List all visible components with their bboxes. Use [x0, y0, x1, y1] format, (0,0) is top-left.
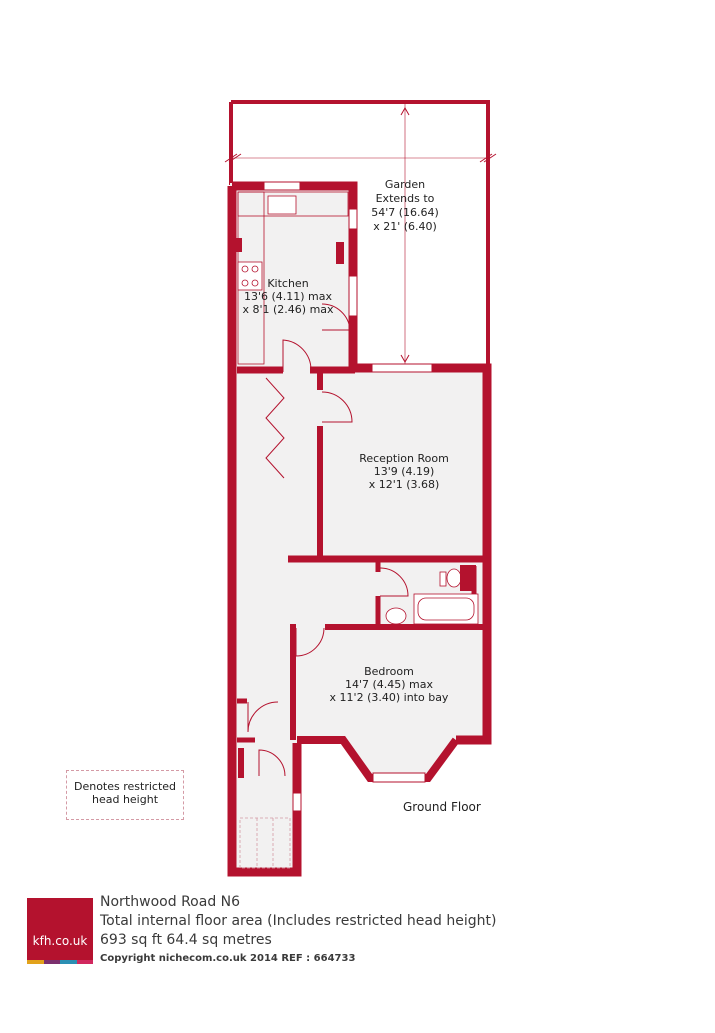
property-title: Northwood Road N6: [100, 894, 241, 910]
door-bedroom: [295, 627, 325, 657]
garden-name: Garden: [385, 178, 425, 191]
arrow-down-icon: [400, 354, 410, 364]
hob-icon: [237, 261, 263, 291]
break-mark-right: [479, 153, 497, 163]
area-label: Total internal floor area (Includes rest…: [100, 913, 497, 929]
bath-icon: [413, 593, 479, 625]
legend-line1: Denotes restricted: [73, 780, 177, 793]
reception-name: Reception Room: [359, 452, 449, 465]
kfh-logo: kfh.co.uk: [27, 898, 93, 964]
logo-bar-3: [60, 960, 77, 964]
kitchen-counter-top: [237, 191, 349, 217]
door-front: [258, 749, 286, 777]
bedroom-name: Bedroom: [364, 665, 414, 678]
floor-label: Ground Floor: [403, 800, 481, 814]
logo-text: kfh.co.uk: [32, 934, 88, 948]
footer: Northwood Road N6 Total internal floor a…: [100, 893, 496, 968]
toilet-icon: [446, 568, 462, 588]
chimney-breast-2: [336, 242, 344, 264]
porch-pillar: [238, 748, 244, 778]
copyright: Copyright nichecom.co.uk 2014 REF : 6647…: [100, 953, 356, 964]
logo-bar-1: [27, 960, 44, 964]
bedroom-dim2: x 11'2 (3.40) into bay: [330, 691, 449, 704]
reception-dim2: x 12'1 (3.68): [369, 478, 440, 491]
garden-dim1: 54'7 (16.64): [371, 206, 439, 219]
legend-text: Denotes restricted head height: [66, 780, 184, 806]
legend-dashed-box: [66, 770, 184, 820]
reception-label: Reception Room 13'9 (4.19) x 12'1 (3.68): [359, 452, 449, 491]
sink-icon: [267, 195, 297, 215]
kitchen-label: Kitchen 13'6 (4.11) max x 8'1 (2.46) max: [242, 277, 334, 316]
chimney-breast: [236, 238, 242, 252]
break-mark-left: [224, 153, 242, 163]
kitchen-dim2: x 8'1 (2.46) max: [242, 303, 334, 316]
window-kitchen-top: [263, 181, 301, 191]
area-value: 693 sq ft 64.4 sq metres: [100, 932, 272, 948]
door-bathroom: [379, 567, 409, 597]
bathroom-chimney: [460, 565, 476, 591]
wardrobe: [265, 377, 285, 479]
bay-window-wall: [297, 736, 460, 782]
garden-line2: Extends to: [376, 192, 435, 205]
restricted-area: [239, 817, 291, 869]
legend-line2: head height: [91, 793, 159, 806]
window-kitchen-side: [348, 208, 358, 230]
bedroom-label: Bedroom 14'7 (4.45) max x 11'2 (3.40) in…: [330, 665, 449, 704]
window-porch: [292, 792, 302, 812]
garden-boundary: [229, 100, 490, 370]
door-porch: [247, 701, 279, 733]
logo-color-bars: [27, 960, 93, 964]
door-kitchen: [282, 339, 312, 372]
logo-bar-4: [76, 960, 93, 964]
garden-dim2: x 21' (6.40): [373, 220, 437, 233]
logo-bar-2: [43, 960, 60, 964]
bedroom-dim1: 14'7 (4.45) max: [345, 678, 434, 691]
garden-label: Garden Extends to 54'7 (16.64) x 21' (6.…: [371, 178, 439, 233]
reception-dim1: 13'9 (4.19): [374, 465, 435, 478]
arrow-up-icon: [400, 106, 410, 116]
door-garden: [321, 303, 351, 331]
bay-window: [372, 772, 426, 783]
basin-icon: [385, 607, 407, 625]
kitchen-dim1: 13'6 (4.11) max: [244, 290, 333, 303]
window-kitchen-side-2: [348, 275, 358, 317]
window-reception: [371, 363, 433, 373]
kitchen-name: Kitchen: [267, 277, 308, 290]
restricted-height-legend: Denotes restricted head height: [66, 770, 184, 820]
door-reception: [321, 391, 353, 423]
